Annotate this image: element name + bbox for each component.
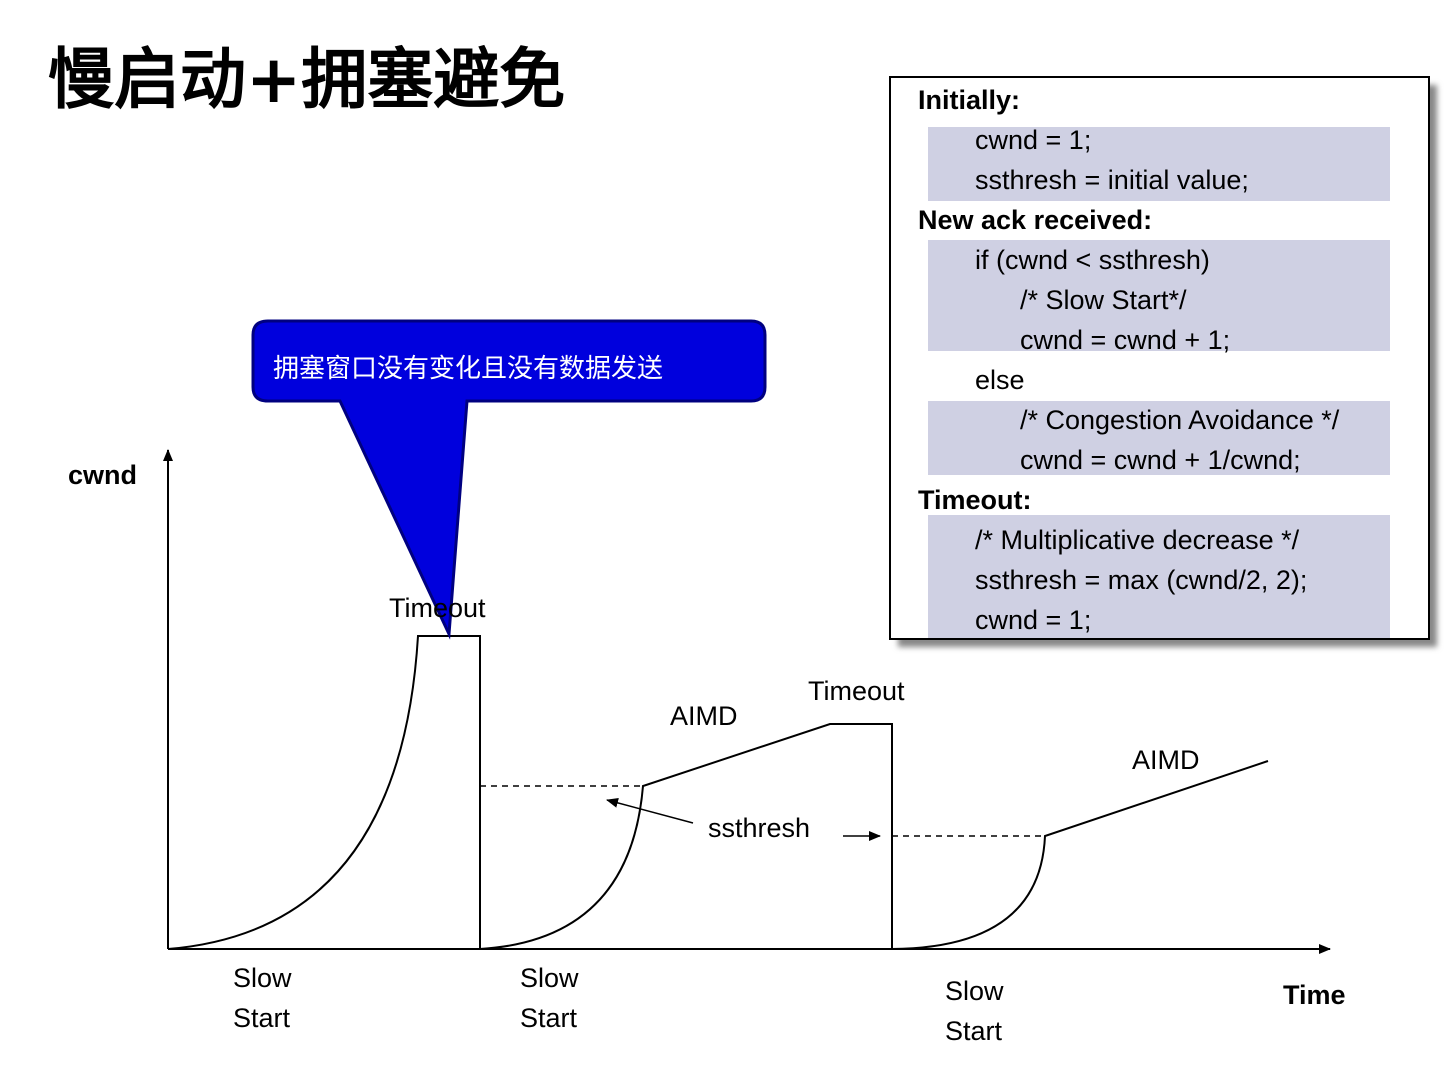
code-line: cwnd = cwnd + 1;	[1020, 325, 1230, 355]
code-line: /* Congestion Avoidance */	[1020, 405, 1340, 435]
code-band	[928, 240, 1390, 351]
code-line: cwnd = cwnd + 1/cwnd;	[1020, 445, 1301, 475]
segment-1	[167, 635, 481, 950]
code-line: else	[975, 365, 1025, 395]
callout-shape	[251, 319, 767, 640]
segment-2	[479, 723, 893, 950]
cwnd-curve	[167, 635, 1269, 950]
x-axis-label: Time	[1283, 980, 1346, 1010]
code-band	[928, 401, 1390, 475]
slow-start-label: Start	[945, 1016, 1003, 1046]
callout-text: 拥塞窗口没有变化且没有数据发送	[273, 354, 663, 384]
code-heading-initially: Initially:	[918, 85, 1020, 115]
slow-start-label: Start	[520, 1003, 578, 1033]
slow-start-label: Slow	[233, 963, 292, 993]
code-heading-timeout: Timeout:	[918, 485, 1032, 515]
segment-3	[891, 760, 1269, 950]
algorithm-box: Initially: cwnd = 1; ssthresh = initial …	[889, 76, 1437, 647]
timeout-label-2: Timeout	[808, 676, 905, 706]
slow-start-label: Slow	[520, 963, 579, 993]
y-axis-label: cwnd	[68, 460, 137, 490]
ssthresh-arrow-left	[606, 798, 694, 824]
timeout-label-1: Timeout	[389, 593, 486, 623]
code-line: if (cwnd < ssthresh)	[975, 245, 1210, 275]
slow-start-label: Start	[233, 1003, 291, 1033]
ssthresh-label: ssthresh	[708, 813, 810, 843]
code-line: cwnd = 1;	[975, 605, 1091, 635]
code-band	[928, 127, 1390, 201]
code-heading-new-ack: New ack received:	[918, 205, 1152, 235]
aimd-label-2: AIMD	[1132, 745, 1200, 775]
aimd-label-1: AIMD	[670, 701, 738, 731]
code-line: cwnd = 1;	[975, 125, 1091, 155]
code-line: /* Multiplicative decrease */	[975, 525, 1300, 555]
callout: 拥塞窗口没有变化且没有数据发送	[251, 319, 767, 640]
code-line: /* Slow Start*/	[1020, 285, 1187, 315]
code-line: ssthresh = max (cwnd/2, 2);	[975, 565, 1307, 595]
code-line: ssthresh = initial value;	[975, 165, 1249, 195]
code-band	[928, 515, 1390, 639]
page-title: 慢启动+拥塞避免	[48, 41, 565, 118]
slow-start-label: Slow	[945, 976, 1004, 1006]
